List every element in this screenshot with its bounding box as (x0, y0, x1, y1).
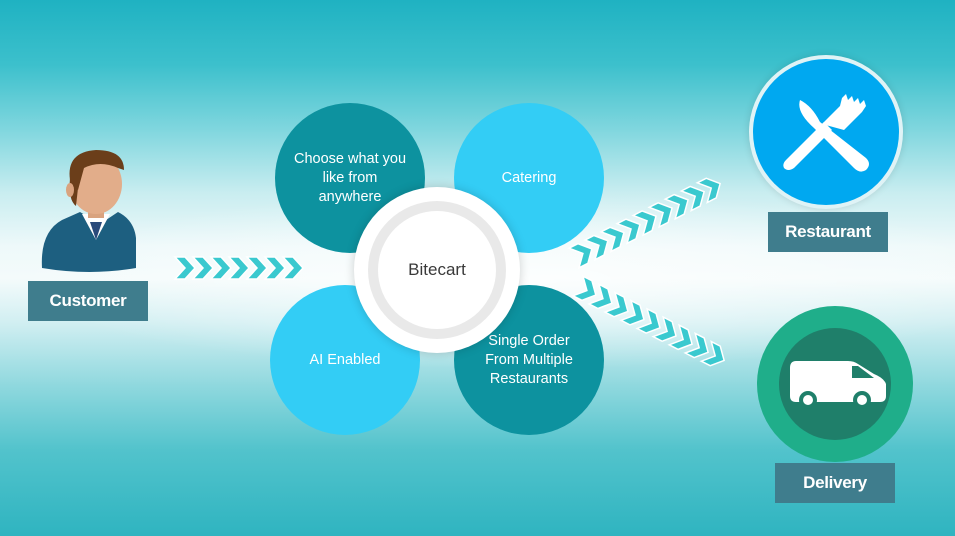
hub-ring: Bitecart (354, 187, 520, 353)
restaurant-icon-ring (749, 55, 903, 209)
restaurant-label: Restaurant (768, 212, 888, 252)
hub-label: Bitecart (378, 211, 496, 329)
hub-inner-ring: Bitecart (368, 201, 506, 339)
delivery-label: Delivery (775, 463, 895, 503)
customer-label: Customer (28, 281, 148, 321)
feature-single-order: Single Order From Multiple Restaurants (454, 285, 604, 435)
